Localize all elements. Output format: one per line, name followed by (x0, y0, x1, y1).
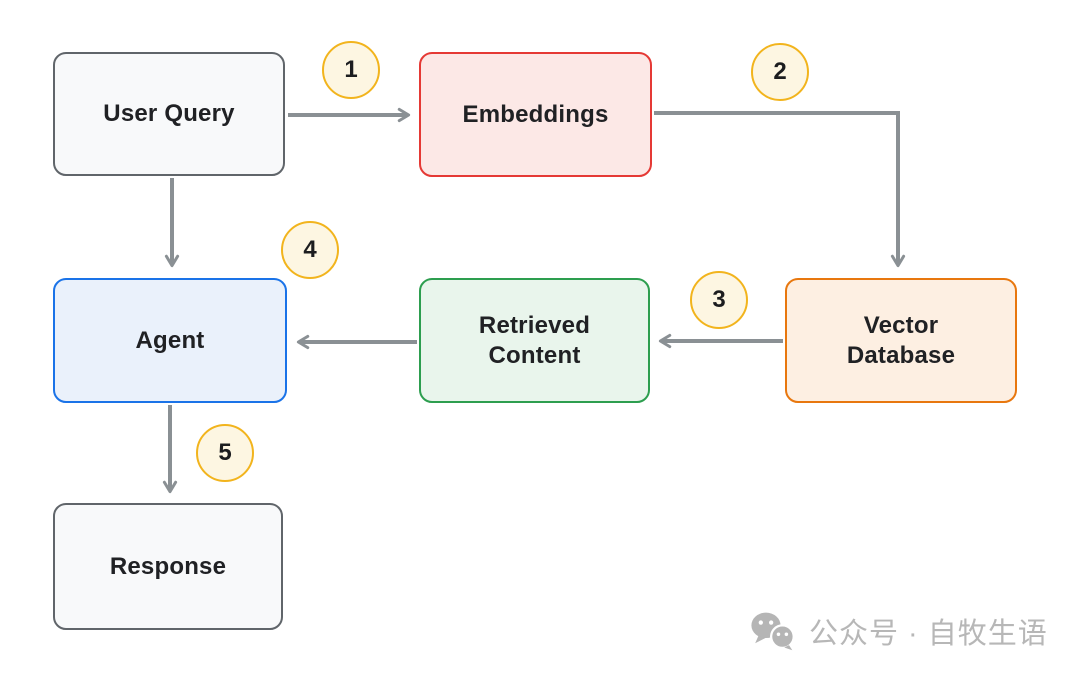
watermark-text: 公众号 · 自牧生语 (809, 618, 1048, 650)
watermark: 公众号 · 自牧生语 (750, 608, 1048, 654)
arrow-embeddings-to-vector-database (654, 111, 906, 268)
node-agent-label: Agent (135, 326, 205, 354)
node-response-label: Response (109, 552, 227, 580)
node-retrieved-content-label: Retrieved Content (478, 311, 591, 369)
node-response: Response (53, 503, 283, 630)
node-agent: Agent (53, 278, 287, 403)
node-vector-database: Vector Database (785, 278, 1017, 403)
node-user-query-label: User Query (103, 100, 235, 127)
wechat-icon (751, 612, 795, 651)
step-badge-1: 1 (322, 41, 380, 99)
node-vector-database-label: Vector Database (846, 311, 956, 369)
step-badge-4: 4 (281, 221, 339, 279)
node-user-query: User Query (53, 52, 285, 176)
step-badge-5: 5 (196, 424, 254, 482)
node-retrieved-content: Retrieved Content (419, 278, 650, 403)
step-badge-2: 2 (751, 43, 809, 101)
node-embeddings-label: Embeddings (462, 100, 609, 128)
node-embeddings: Embeddings (419, 52, 652, 177)
step-badge-3: 3 (690, 271, 748, 329)
